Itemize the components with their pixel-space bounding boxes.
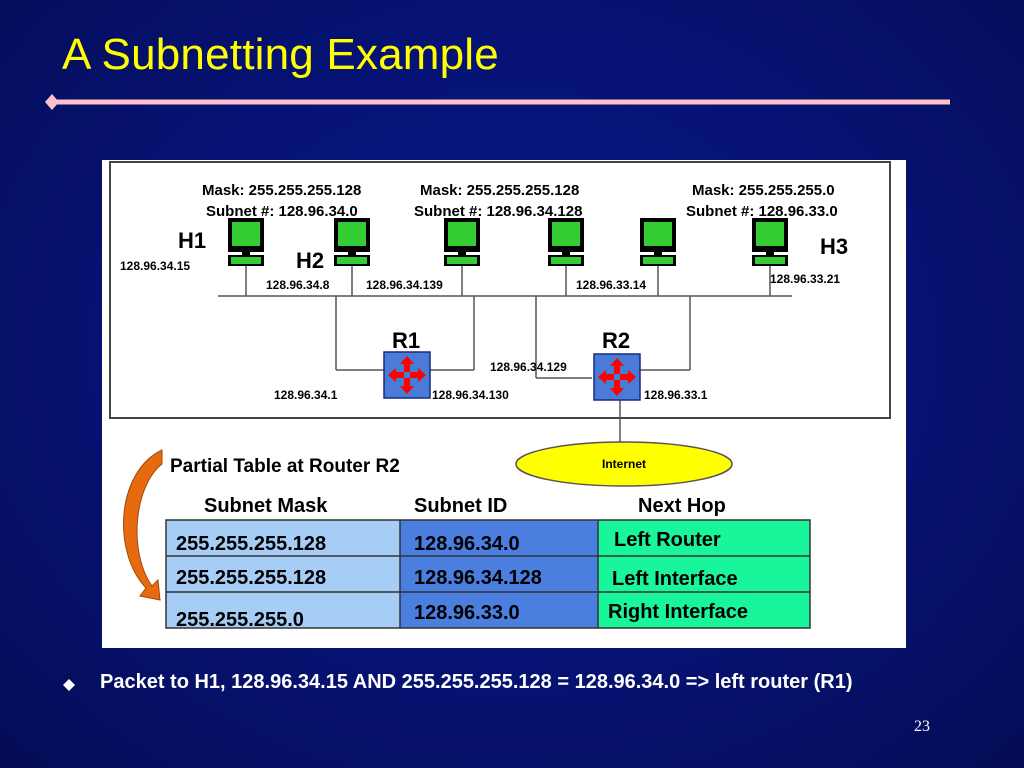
table-cell: 255.255.255.0: [176, 609, 304, 631]
lan-wiring: [218, 266, 792, 448]
r1-right-ip: 128.96.34.130: [432, 388, 509, 402]
title-rule: [45, 94, 950, 110]
header-subnet-id: Subnet ID: [414, 495, 507, 517]
table-cell: 128.96.33.0: [414, 602, 520, 624]
computer-icon: [752, 218, 788, 266]
table-cell: Right Interface: [608, 601, 748, 623]
rule-diamond-icon: [45, 94, 59, 110]
table-cell: Left Router: [614, 529, 721, 551]
table-cell: Left Interface: [612, 568, 738, 590]
host-ip-33-14: 128.96.33.14: [576, 278, 646, 292]
computer-icon: [548, 218, 584, 266]
computer-icon: [640, 218, 676, 266]
network-diagram: Mask: 255.255.255.128 Subnet #: 128.96.3…: [102, 160, 906, 648]
table-grid: [165, 519, 811, 629]
h3-label: H3: [820, 234, 848, 259]
h3-ip: 128.96.33.21: [770, 272, 840, 286]
table-cell: 128.96.34.0: [414, 533, 520, 555]
h2-label: H2: [296, 248, 324, 273]
curved-arrow-icon: [123, 449, 163, 601]
h1-ip: 128.96.34.15: [120, 259, 190, 273]
table-cell: 255.255.255.128: [176, 567, 326, 589]
page-number: 23: [914, 718, 930, 735]
computer-icon: [334, 218, 370, 266]
table-caption: Partial Table at Router R2: [170, 456, 400, 477]
subnet1-id: Subnet #: 128.96.34.0: [206, 203, 358, 220]
subnet1-mask: Mask: 255.255.255.128: [202, 182, 361, 199]
network-diagram-svg: Mask: 255.255.255.128 Subnet #: 128.96.3…: [109, 161, 891, 631]
column-subnet-id: [400, 520, 598, 628]
r2-right-ip: 128.96.33.1: [644, 388, 708, 402]
subnet2-id: Subnet #: 128.96.34.128: [414, 203, 582, 220]
table-cell: 128.96.34.128: [414, 567, 542, 589]
internet-cloud-icon: [515, 441, 733, 487]
header-subnet-mask: Subnet Mask: [204, 495, 328, 517]
router-icon: [593, 353, 641, 401]
subnet3-mask: Mask: 255.255.255.0: [692, 182, 835, 199]
h2-ip: 128.96.34.8: [266, 278, 330, 292]
router-icon: [383, 351, 431, 399]
slide-title: A Subnetting Example: [62, 30, 499, 79]
diamond-bullet-icon: [63, 679, 75, 691]
table-row: 255.255.255.128 128.96.34.128 Left Inter…: [176, 567, 738, 590]
r2-top-ip: 128.96.34.129: [490, 360, 567, 374]
r1-label: R1: [392, 328, 420, 353]
network-frame: [109, 161, 891, 419]
header-next-hop: Next Hop: [638, 495, 726, 517]
subnet2-mask: Mask: 255.255.255.128: [420, 182, 579, 199]
table-row: 255.255.255.0 128.96.33.0 Right Interfac…: [176, 601, 748, 631]
computer-icon: [444, 218, 480, 266]
internet-label: Internet: [602, 457, 646, 471]
r1-left-ip: 128.96.34.1: [274, 388, 338, 402]
column-next-hop: [598, 520, 810, 628]
bullet-text: Packet to H1, 128.96.34.15 AND 255.255.2…: [100, 671, 853, 693]
table-cell: 255.255.255.128: [176, 533, 326, 555]
computer-icon: [228, 218, 264, 266]
host-ip-34-139: 128.96.34.139: [366, 278, 443, 292]
table-row: 255.255.255.128 128.96.34.0 Left Router: [176, 529, 721, 555]
subnet3-id: Subnet #: 128.96.33.0: [686, 203, 838, 220]
r2-label: R2: [602, 328, 630, 353]
column-subnet-mask: [166, 520, 400, 628]
h1-label: H1: [178, 228, 206, 253]
